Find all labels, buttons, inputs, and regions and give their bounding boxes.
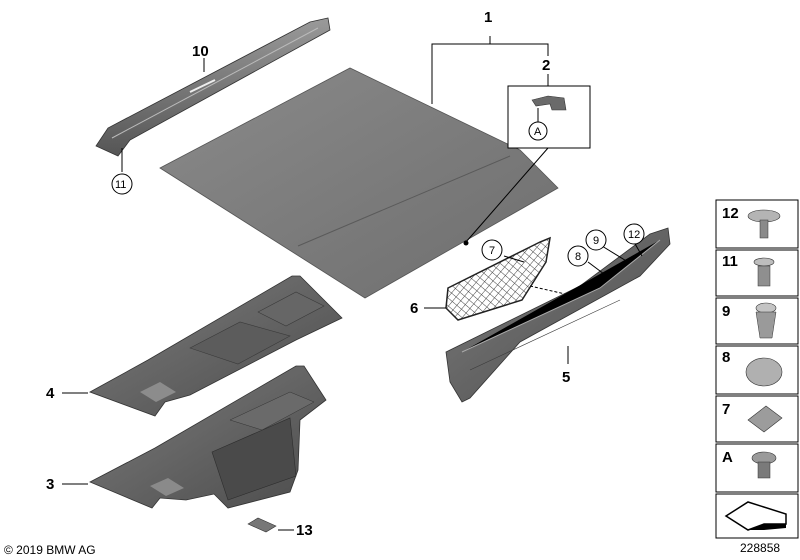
label-part-3: 3 [46,476,54,493]
fastener-legend: 12 11 9 8 7 A [715,199,799,539]
callout-8: 8 [575,251,581,263]
label-part-5: 5 [562,369,570,386]
target-dot-a [463,240,469,246]
tray-part-4 [89,275,343,417]
legend-label-9: 9 [722,303,730,320]
clip-part-2 [531,95,567,111]
pad-part-13 [247,517,277,533]
label-part-13: 13 [296,522,313,539]
tray-part-3 [89,365,327,509]
callout-11: 11 [115,179,126,191]
leader-9 [601,245,629,263]
callout-circle-12 [623,223,645,245]
leader-a-target [465,147,549,243]
copyright-text: © 2019 BMW AG [4,543,96,557]
callout-circle-9 [585,229,607,251]
clip-9-icon [755,302,777,314]
clip-7-icon [747,405,783,433]
label-part-10: 10 [192,43,209,60]
rail-part-10 [95,17,331,157]
callout-circle-a [528,121,548,141]
callout-a: A [534,126,542,138]
legend-label-a: A [722,449,733,466]
legend-cell-11 [715,249,799,297]
legend-label-8: 8 [722,349,730,366]
label-part-4: 4 [46,385,55,402]
callout-circle-7 [481,239,503,261]
floor-mat-part-1 [159,67,559,299]
legend-cell-a [715,443,799,493]
diagram-id: 228858 [740,541,780,555]
legend-label-7: 7 [722,401,730,418]
cap-8-icon [745,357,783,387]
legend-label-12: 12 [722,205,739,222]
sill-trim-part-5 [445,227,671,403]
label-part-6: 6 [410,300,418,317]
net-part-6 [445,236,551,321]
callout-circle-11 [111,173,133,195]
leader-7 [503,255,525,263]
label-part-1: 1 [484,9,492,26]
callout-9: 9 [593,235,599,247]
legend-cell-12 [715,199,799,249]
label-part-2: 2 [542,57,550,74]
legend-label-11: 11 [722,253,738,270]
leader-8 [587,261,605,275]
callout-circle-8 [567,245,589,267]
callout-12: 12 [628,229,640,241]
clip-11-icon [753,257,775,267]
callout-7: 7 [489,245,495,257]
detail-box-2 [507,85,591,149]
